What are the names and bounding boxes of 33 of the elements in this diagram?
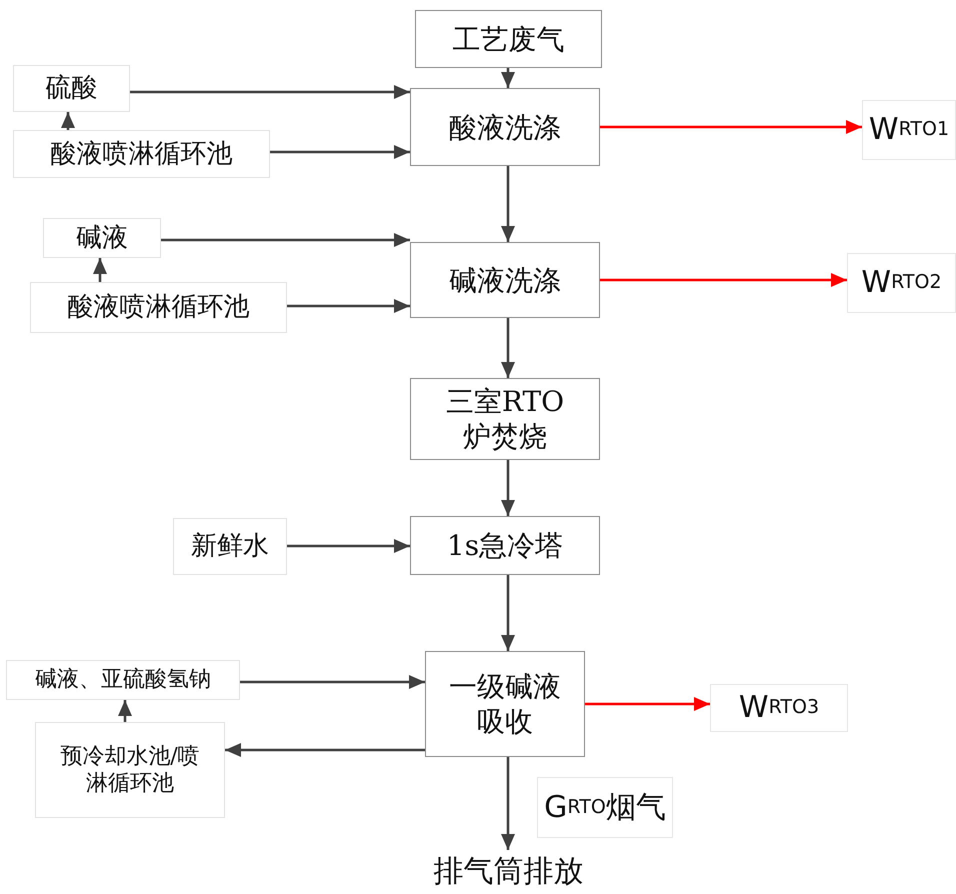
arrow [93, 258, 107, 282]
arrow [501, 318, 515, 378]
source-box: 新鲜水 [173, 518, 287, 575]
arrow [501, 68, 515, 88]
arrow [270, 145, 410, 159]
arrow [501, 757, 515, 850]
arrow [501, 166, 515, 242]
arrow [600, 120, 862, 134]
arrow [287, 539, 410, 553]
arrow [240, 675, 425, 689]
source-box: 酸液喷淋循环池 [13, 130, 270, 178]
arrow [287, 299, 410, 313]
arrow [161, 233, 410, 247]
arrow [61, 112, 75, 130]
source-box: 酸液喷淋循环池 [30, 282, 287, 333]
arrow [130, 85, 410, 99]
process-box: 一级碱液吸收 [425, 651, 585, 757]
source-box: 预冷却水池/喷淋循环池 [35, 722, 225, 818]
source-box: 碱液、亚硫酸氢钠 [6, 660, 240, 700]
process-box: 酸液洗涤 [410, 88, 600, 166]
source-box: 碱液 [43, 218, 161, 258]
arrow [501, 460, 515, 516]
arrow [118, 700, 132, 722]
discharge-text: 排气筒排放 [415, 850, 602, 894]
source-box: 硫酸 [13, 65, 130, 112]
process-box: 1s急冷塔 [410, 516, 600, 575]
arrow [585, 697, 710, 711]
process-box: 三室RTO炉焚烧 [410, 378, 600, 460]
process-box: 碱液洗涤 [410, 242, 600, 318]
arrow [600, 273, 847, 287]
arrow [501, 575, 515, 651]
process-box: 工艺废气 [415, 10, 602, 68]
arrow [225, 743, 425, 757]
